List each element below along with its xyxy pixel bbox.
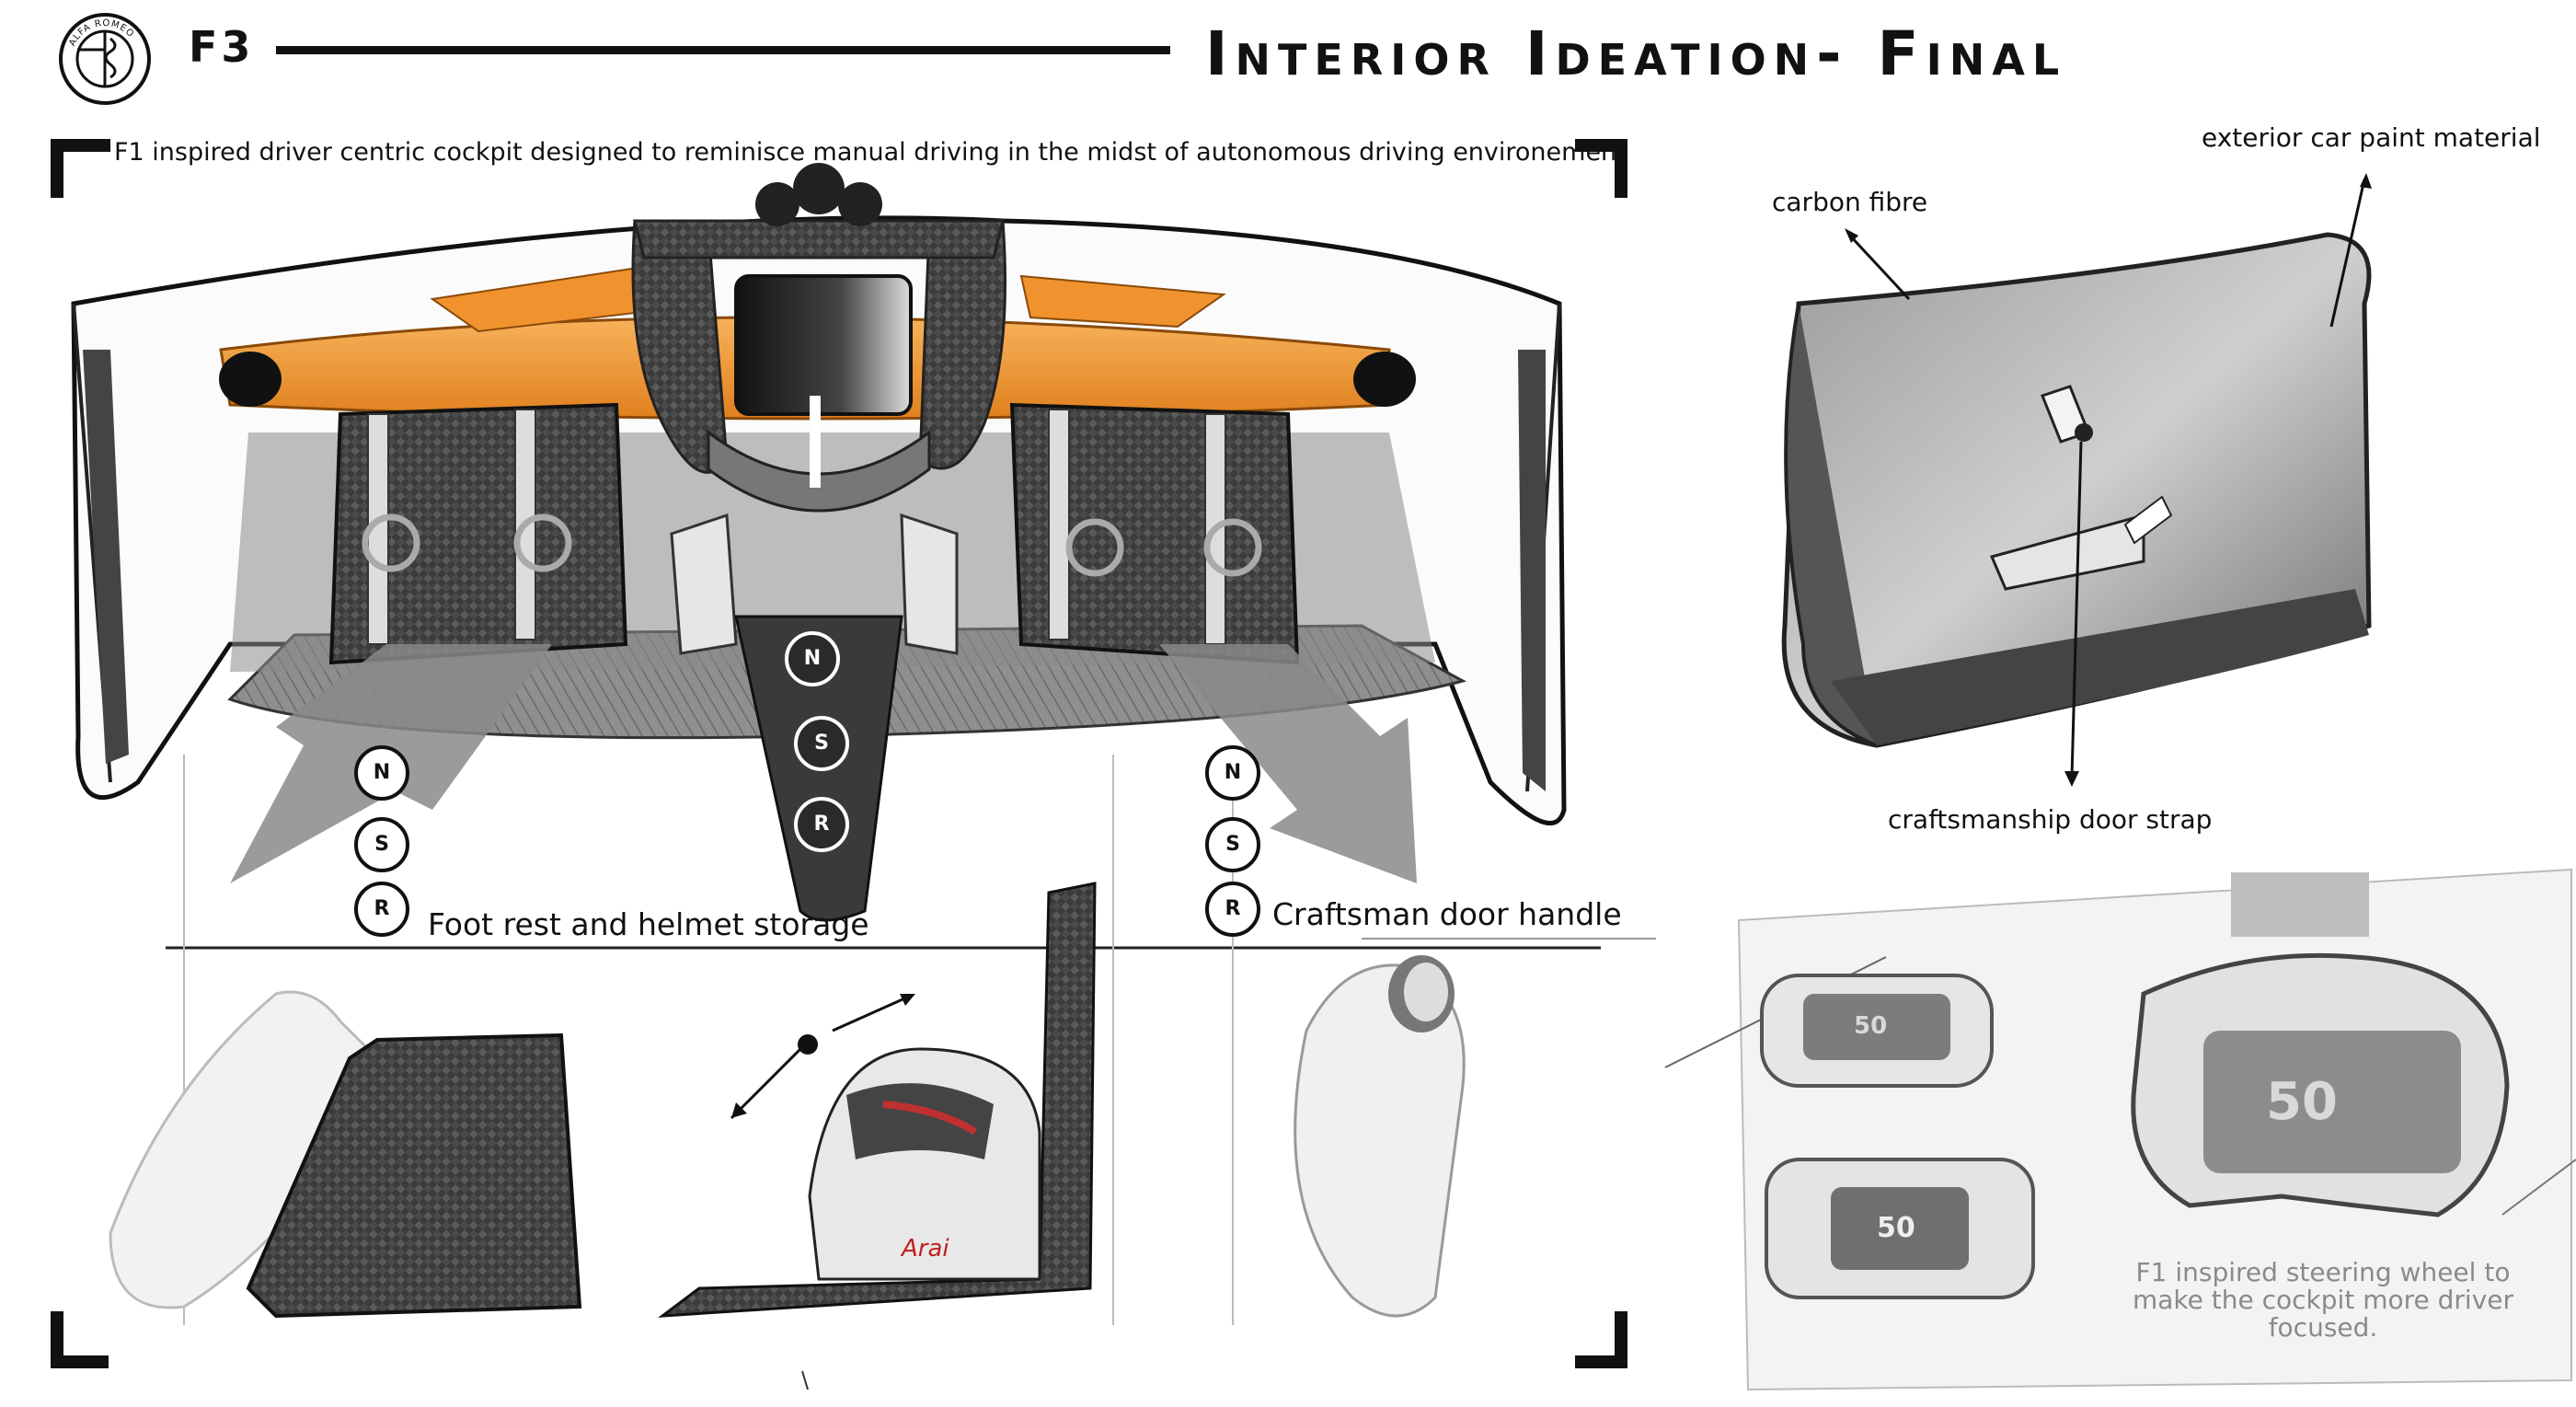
- right-gear-n[interactable]: N: [1205, 745, 1260, 801]
- console-gear-n[interactable]: N: [785, 631, 840, 686]
- cockpit-tagline: F1 inspired driver centric cockpit desig…: [114, 138, 1627, 167]
- console-gear-r[interactable]: R: [794, 797, 849, 852]
- carbon-fibre-label: carbon fibre: [1772, 187, 1928, 217]
- door-strap-label: craftsmanship door strap: [1888, 804, 2213, 835]
- large-wheel-display: 50: [2266, 1072, 2338, 1132]
- page-title: Interior Ideation- Final: [1205, 18, 2067, 89]
- alfa-romeo-logo: ALFA ROMEO: [57, 11, 153, 107]
- header-rule: [276, 46, 1170, 54]
- small-wheel-display: 50: [1854, 1012, 1888, 1040]
- foot-rest-label: Foot rest and helmet storage: [428, 906, 869, 942]
- left-gear-s[interactable]: S: [354, 817, 409, 872]
- right-gear-s[interactable]: S: [1205, 817, 1260, 872]
- helmet-brand: Arai: [900, 1235, 949, 1263]
- right-gear-r[interactable]: R: [1205, 882, 1260, 937]
- left-gear-n[interactable]: N: [354, 745, 409, 801]
- console-gear-s[interactable]: S: [794, 716, 849, 771]
- bottom-wheel-display: 50: [1877, 1212, 1915, 1244]
- brand-code: F3: [189, 22, 255, 72]
- left-gear-r[interactable]: R: [354, 882, 409, 937]
- steering-caption: F1 inspired steering wheel to make the c…: [2133, 1257, 2513, 1343]
- exterior-paint-label: exterior car paint material: [2202, 122, 2541, 153]
- door-handle-label: Craftsman door handle: [1272, 896, 1622, 932]
